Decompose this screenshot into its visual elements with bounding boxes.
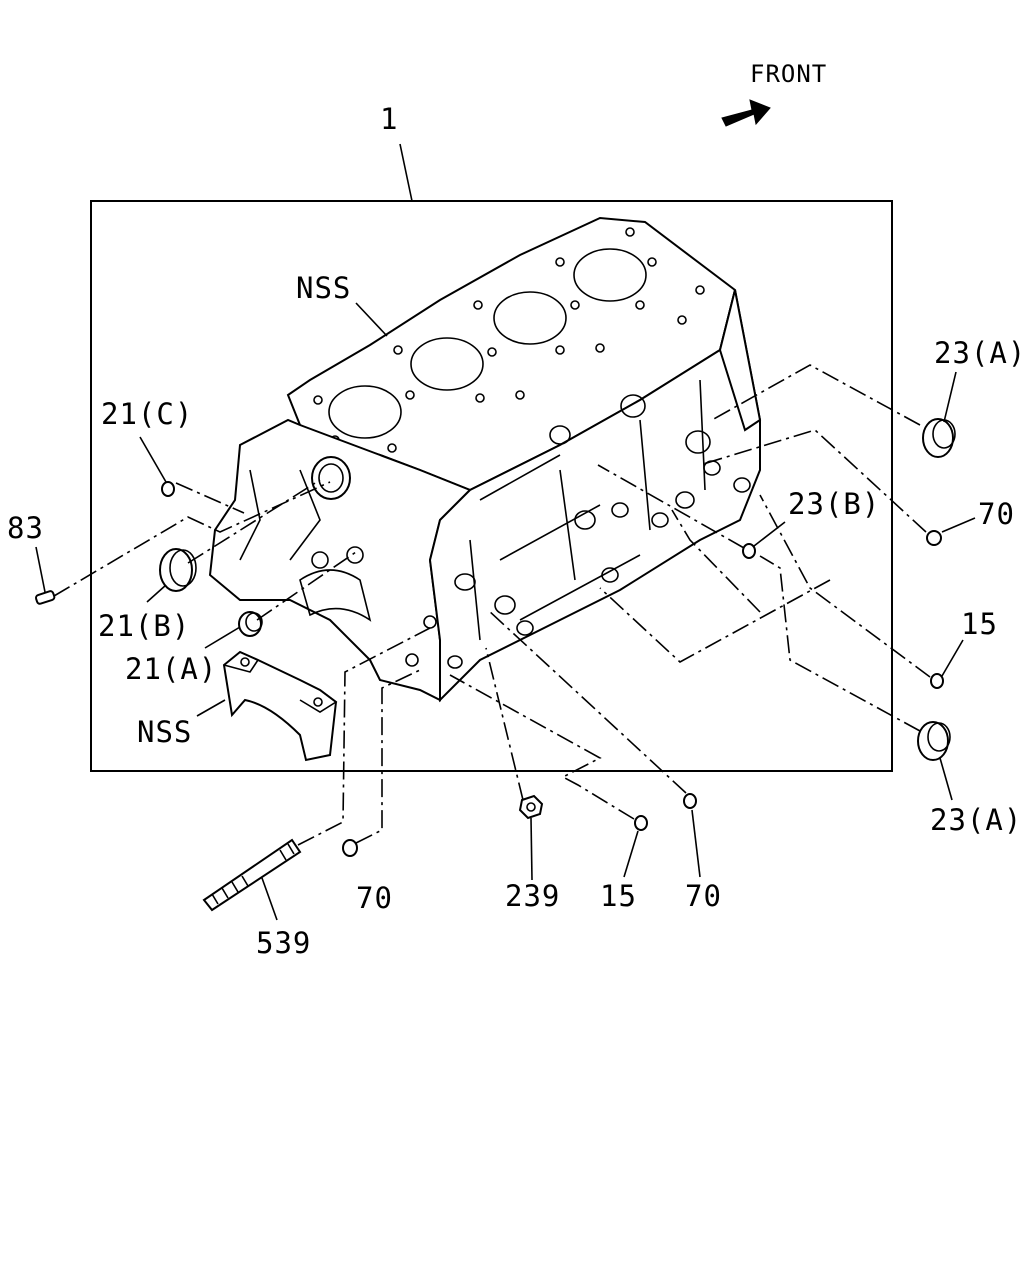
leader-lines bbox=[35, 302, 976, 921]
cylinder-block bbox=[208, 216, 762, 703]
plug-70-bottom-right bbox=[683, 793, 697, 809]
dash-dot-lines bbox=[53, 364, 931, 846]
part-23a-bottom-label: 23(A) bbox=[930, 803, 1023, 837]
plug-15-right bbox=[930, 673, 944, 689]
part-70-bottom-right-label: 70 bbox=[685, 879, 722, 913]
ring-21a bbox=[238, 611, 263, 637]
plug-15-bottom bbox=[634, 815, 648, 831]
part-70-right-label: 70 bbox=[978, 497, 1015, 531]
part-15-bottom-label: 15 bbox=[600, 879, 637, 913]
plug-70-bottom-left bbox=[342, 839, 358, 857]
plug-21c bbox=[161, 481, 175, 497]
assembly-leader bbox=[399, 143, 413, 202]
pin-83 bbox=[34, 590, 56, 605]
part-539-label: 539 bbox=[256, 926, 312, 960]
part-83-label: 83 bbox=[7, 511, 44, 545]
part-21a-label: 21(A) bbox=[125, 652, 218, 686]
assembly-frame bbox=[90, 200, 893, 772]
nut-239 bbox=[518, 794, 544, 820]
part-21b-label: 21(B) bbox=[98, 609, 191, 643]
ring-23a-top bbox=[922, 418, 956, 458]
stud-539 bbox=[202, 838, 302, 912]
part-70-bottom-left-label: 70 bbox=[356, 881, 393, 915]
plug-23b bbox=[742, 543, 756, 559]
ring-21b bbox=[159, 548, 197, 592]
nss-cap-label: NSS bbox=[137, 715, 193, 749]
plug-70-right bbox=[926, 530, 942, 546]
ring-23a-bottom bbox=[917, 721, 951, 761]
part-239-label: 239 bbox=[505, 879, 561, 913]
assembly-number-label: 1 bbox=[380, 102, 399, 136]
front-label: FRONT bbox=[750, 60, 828, 88]
part-15-right-label: 15 bbox=[961, 607, 998, 641]
part-21c-label: 21(C) bbox=[101, 397, 194, 431]
bearing-cap bbox=[222, 650, 338, 762]
nss-gasket-label: NSS bbox=[296, 271, 352, 305]
front-arrow-icon bbox=[721, 99, 771, 127]
part-23b-label: 23(B) bbox=[788, 487, 881, 521]
part-23a-top-label: 23(A) bbox=[934, 336, 1024, 370]
